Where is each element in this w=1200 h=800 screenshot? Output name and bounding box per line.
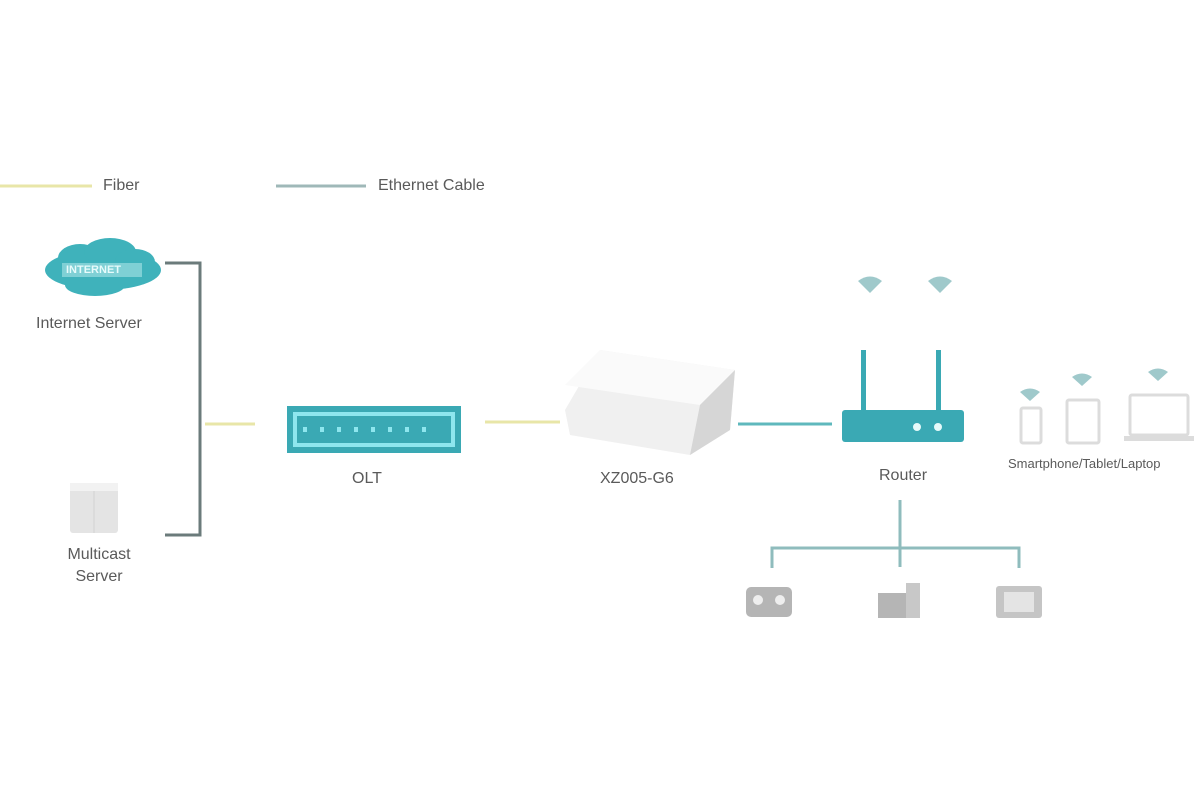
legend-fiber-label: Fiber	[103, 177, 140, 194]
set-top-box-icon	[878, 583, 920, 618]
cloud-text: INTERNET	[66, 264, 121, 276]
wifi-icon	[858, 276, 1168, 401]
server-bracket-line	[165, 261, 202, 537]
internet-cloud-icon	[45, 238, 161, 296]
internet-server-label: Internet Server	[36, 315, 142, 332]
router-icon	[842, 350, 964, 442]
laptop-icon	[1124, 393, 1194, 441]
multicast-server-label: Multicast Server	[58, 544, 140, 588]
game-console-icon	[746, 587, 792, 617]
tv-icon	[996, 586, 1042, 618]
multicast-label-line1: Multicast	[67, 546, 131, 563]
olt-label: OLT	[352, 470, 382, 487]
wireless-clients-label: Smartphone/Tablet/Laptop	[1008, 456, 1161, 471]
smartphone-icon	[1019, 406, 1043, 445]
legend-ethernet-label: Ethernet Cable	[378, 177, 485, 194]
ethernet-tree	[770, 500, 1021, 568]
tablet-icon	[1065, 398, 1101, 445]
ont-label: XZ005-G6	[600, 470, 674, 487]
ont-device-icon	[565, 350, 735, 455]
router-label: Router	[879, 467, 928, 484]
multicast-label-line2: Server	[75, 568, 123, 585]
multicast-server-icon	[70, 483, 118, 533]
olt-icon	[287, 406, 461, 453]
